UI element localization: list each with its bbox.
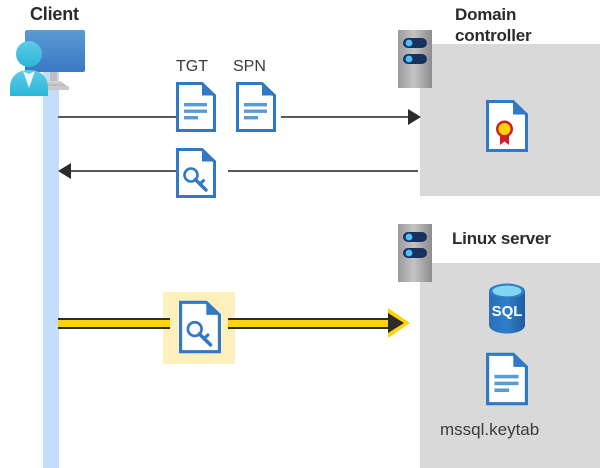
request-line-segment-right bbox=[281, 116, 416, 118]
keytab-key-document-icon bbox=[179, 300, 221, 354]
request-line-segment-left bbox=[58, 116, 176, 118]
response-line-segment-left bbox=[70, 170, 176, 172]
keytab-flow-segment-right bbox=[228, 318, 396, 329]
page-title-linux-server: Linux server bbox=[452, 229, 551, 248]
response-arrowhead-icon bbox=[58, 163, 71, 179]
tgt-label: TGT bbox=[176, 58, 208, 75]
workstation-user-icon bbox=[6, 26, 92, 102]
keytab-flow-segment-left bbox=[58, 318, 170, 329]
keytab-document-icon bbox=[486, 352, 528, 406]
response-line-segment-right bbox=[228, 170, 418, 172]
keytab-arrowhead-icon bbox=[388, 313, 404, 333]
spn-document-icon bbox=[236, 82, 276, 132]
page-title-client: Client bbox=[30, 4, 79, 24]
domain-controller-server-icon bbox=[398, 30, 432, 88]
certificate-icon bbox=[486, 100, 528, 152]
key-document-icon bbox=[176, 148, 216, 198]
spn-label: SPN bbox=[233, 58, 266, 75]
client-lifeline bbox=[43, 70, 59, 468]
sql-database-icon: SQL bbox=[483, 280, 531, 336]
keytab-file-label: mssql.keytab bbox=[440, 420, 540, 439]
page-title-domain-controller: Domain controller bbox=[455, 5, 532, 45]
tgt-document-icon bbox=[176, 82, 216, 132]
svg-text:SQL: SQL bbox=[492, 303, 523, 320]
linux-server-icon bbox=[398, 224, 432, 282]
request-arrowhead-icon bbox=[408, 109, 421, 125]
